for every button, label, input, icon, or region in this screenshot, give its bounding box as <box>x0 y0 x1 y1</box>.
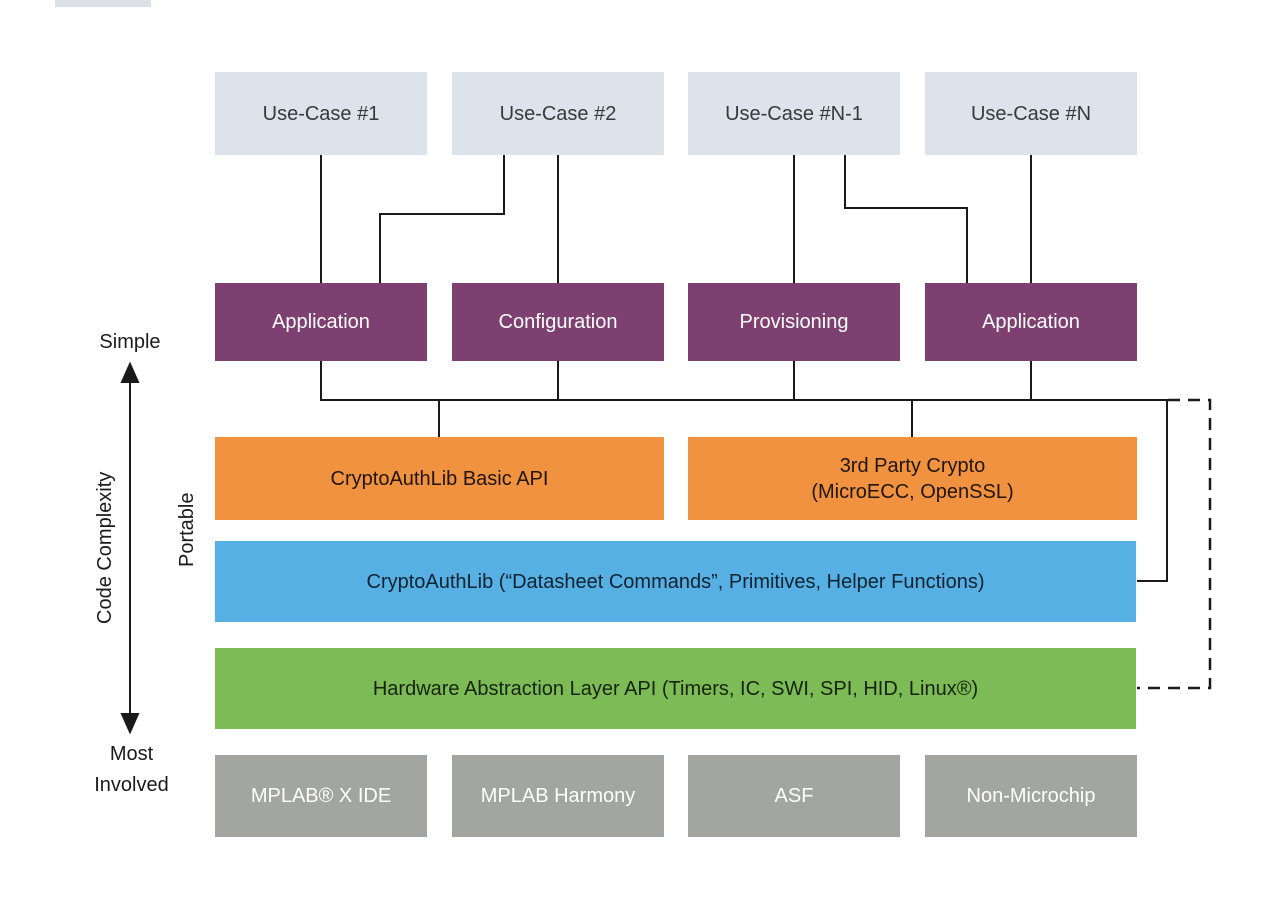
configuration-label: Configuration <box>498 311 618 333</box>
mplab-x-ide-label: MPLAB® X IDE <box>250 785 392 807</box>
non-microchip-box: Non-Microchip <box>925 755 1137 837</box>
cryptoauthlib-basic-api-label: CryptoAuthLib Basic API <box>330 467 549 490</box>
top-edge-artifact <box>55 0 151 7</box>
mplab-harmony-box: MPLAB Harmony <box>452 755 664 837</box>
axis-title: Code Complexity <box>94 471 116 624</box>
cryptoauthlib-core-label: CryptoAuthLib (“Datasheet Commands”, Pri… <box>366 570 985 593</box>
use-case-box-n-1: Use-Case #N-1 <box>688 72 900 155</box>
cryptoauthlib-core-box: CryptoAuthLib (“Datasheet Commands”, Pri… <box>215 541 1136 622</box>
third-party-crypto-line2: (MicroECC, OpenSSL) <box>811 480 1014 503</box>
asf-box: ASF <box>688 755 900 837</box>
arrow-head-up <box>120 361 140 383</box>
solid-connectors <box>320 155 1168 582</box>
application-label-1: Application <box>272 311 370 333</box>
provisioning-label: Provisioning <box>739 311 849 333</box>
axis-most-involved-label: Most Involved <box>94 743 169 796</box>
application-label-2: Application <box>982 311 1080 333</box>
non-microchip-label: Non-Microchip <box>966 785 1096 807</box>
third-party-crypto-box: 3rd Party Crypto (MicroECC, OpenSSL) <box>688 437 1137 520</box>
application-box-1: Application <box>215 283 427 361</box>
use-case-label-1: Use-Case #1 <box>262 102 380 125</box>
connector-ucn1-app2 <box>844 155 968 283</box>
connector-bus-core <box>1137 400 1168 582</box>
hal-label: Hardware Abstraction Layer API (Timers, … <box>372 677 979 700</box>
third-party-crypto-line1: 3rd Party Crypto <box>839 454 986 477</box>
dashed-connector-bus-hal <box>1137 398 1212 690</box>
portable-label: Portable <box>176 492 198 568</box>
configuration-box: Configuration <box>452 283 664 361</box>
cryptoauthlib-basic-api-box: CryptoAuthLib Basic API <box>215 437 664 520</box>
hal-box: Hardware Abstraction Layer API (Timers, … <box>215 648 1136 729</box>
complexity-axis-arrow <box>120 361 140 735</box>
dashed-path <box>1137 398 1212 690</box>
mplab-harmony-label: MPLAB Harmony <box>480 785 636 807</box>
use-case-box-1: Use-Case #1 <box>215 72 427 155</box>
use-case-label-n: Use-Case #N <box>970 102 1092 125</box>
third-party-crypto-label: 3rd Party Crypto (MicroECC, OpenSSL) <box>811 453 1013 505</box>
provisioning-box: Provisioning <box>688 283 900 361</box>
application-box-2: Application <box>925 283 1137 361</box>
arrow-head-down <box>120 713 140 735</box>
use-case-box-2: Use-Case #2 <box>452 72 664 155</box>
connector-uc2-app1 <box>379 155 505 283</box>
use-case-label-2: Use-Case #2 <box>499 102 617 125</box>
axis-simple-label: Simple <box>99 331 161 353</box>
use-case-box-n: Use-Case #N <box>925 72 1137 155</box>
use-case-label-n-1: Use-Case #N-1 <box>725 102 863 125</box>
mplab-x-ide-box: MPLAB® X IDE <box>215 755 427 837</box>
asf-label: ASF <box>774 785 814 807</box>
